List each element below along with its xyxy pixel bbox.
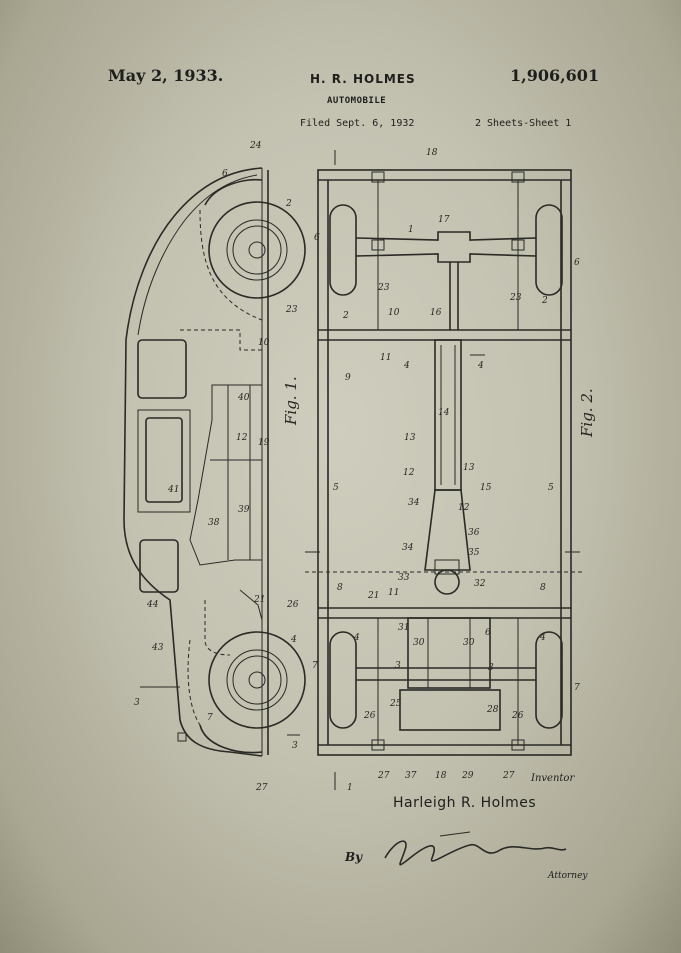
svg-text:33: 33 <box>398 573 410 583</box>
svg-text:43: 43 <box>151 643 164 653</box>
svg-text:30: 30 <box>463 638 475 648</box>
svg-text:13: 13 <box>404 433 416 443</box>
svg-text:26: 26 <box>286 600 299 610</box>
svg-text:31: 31 <box>398 623 409 633</box>
svg-text:23: 23 <box>509 293 522 303</box>
svg-text:2: 2 <box>342 311 349 321</box>
svg-text:2: 2 <box>541 296 548 306</box>
svg-text:6: 6 <box>574 258 580 268</box>
svg-text:21: 21 <box>367 591 379 601</box>
svg-text:Fig. 2.: Fig. 2. <box>578 388 596 438</box>
svg-text:14: 14 <box>438 408 450 418</box>
patent-number: 1,906,601 <box>510 66 600 85</box>
svg-text:19: 19 <box>258 438 270 448</box>
svg-text:39: 39 <box>238 505 250 515</box>
svg-text:32: 32 <box>474 579 486 589</box>
svg-text:2: 2 <box>285 199 292 209</box>
svg-text:4: 4 <box>539 633 546 643</box>
inventor-header: H. R. HOLMES <box>310 72 416 86</box>
fig1-car-side-view: 24 6 2 23 10 40 12 19 39 41 38 44 43 21 … <box>123 141 306 793</box>
svg-text:3: 3 <box>395 661 401 671</box>
svg-text:34: 34 <box>408 498 420 508</box>
svg-text:44: 44 <box>146 600 159 610</box>
svg-text:16: 16 <box>430 308 442 318</box>
svg-text:35: 35 <box>468 548 480 558</box>
patent-date: May 2, 1933. <box>108 66 224 85</box>
svg-text:Fig. 1.: Fig. 1. <box>282 376 300 426</box>
svg-text:5: 5 <box>333 483 339 493</box>
svg-text:40: 40 <box>237 393 250 403</box>
svg-text:12: 12 <box>236 433 248 443</box>
svg-text:13: 13 <box>463 463 475 473</box>
svg-text:27: 27 <box>502 771 515 781</box>
svg-text:4: 4 <box>290 635 297 645</box>
svg-text:1: 1 <box>408 225 414 235</box>
svg-text:10: 10 <box>388 308 400 318</box>
svg-text:26: 26 <box>511 711 524 721</box>
svg-text:6: 6 <box>222 169 228 179</box>
svg-text:3: 3 <box>488 663 494 673</box>
svg-text:4: 4 <box>403 361 410 371</box>
svg-text:15: 15 <box>480 483 492 493</box>
svg-text:17: 17 <box>438 215 450 225</box>
svg-text:7: 7 <box>312 661 318 671</box>
svg-text:1: 1 <box>347 783 353 793</box>
svg-text:12: 12 <box>458 503 470 513</box>
svg-text:11: 11 <box>388 588 399 598</box>
svg-text:29: 29 <box>461 771 474 781</box>
svg-text:27: 27 <box>377 771 390 781</box>
svg-text:38: 38 <box>208 518 220 528</box>
svg-text:37: 37 <box>405 771 417 781</box>
svg-text:7: 7 <box>574 683 580 693</box>
by-label: By <box>345 850 363 864</box>
svg-text:3: 3 <box>292 741 298 751</box>
svg-text:8: 8 <box>337 583 343 593</box>
svg-text:23: 23 <box>377 283 390 293</box>
svg-text:8: 8 <box>540 583 546 593</box>
svg-text:21: 21 <box>253 595 265 605</box>
inventor-name: Harleigh R. Holmes <box>393 795 537 811</box>
svg-text:28: 28 <box>486 705 499 715</box>
svg-text:9: 9 <box>345 373 351 383</box>
svg-text:34: 34 <box>402 543 414 553</box>
fig2-chassis-plan-view: 18 17 1 6 6 2 2 23 23 10 16 11 9 4 4 14 … <box>305 148 596 793</box>
svg-text:12: 12 <box>403 468 415 478</box>
attorney-label: Attorney <box>548 871 588 881</box>
svg-text:5: 5 <box>548 483 554 493</box>
svg-text:26: 26 <box>363 711 376 721</box>
svg-text:24: 24 <box>249 141 262 151</box>
svg-text:23: 23 <box>285 305 298 315</box>
svg-text:10: 10 <box>258 338 270 348</box>
svg-text:41: 41 <box>167 485 179 495</box>
sheet-count: 2 Sheets-Sheet 1 <box>475 118 572 129</box>
filed-date: Filed Sept. 6, 1932 <box>300 118 415 129</box>
svg-text:11: 11 <box>380 353 391 363</box>
svg-text:18: 18 <box>426 148 438 158</box>
svg-text:27: 27 <box>255 783 268 793</box>
svg-text:25: 25 <box>389 699 402 709</box>
svg-text:36: 36 <box>468 528 480 538</box>
svg-text:4: 4 <box>353 633 360 643</box>
svg-text:4: 4 <box>477 361 484 371</box>
svg-text:3: 3 <box>134 698 140 708</box>
attorney-signature <box>384 840 567 866</box>
svg-text:7: 7 <box>207 713 213 723</box>
svg-text:6: 6 <box>314 233 320 243</box>
patent-title: AUTOMOBILE <box>327 96 387 106</box>
svg-text:6: 6 <box>485 628 491 638</box>
svg-text:30: 30 <box>413 638 425 648</box>
inventor-label: Inventor <box>531 773 575 784</box>
svg-text:18: 18 <box>435 771 447 781</box>
